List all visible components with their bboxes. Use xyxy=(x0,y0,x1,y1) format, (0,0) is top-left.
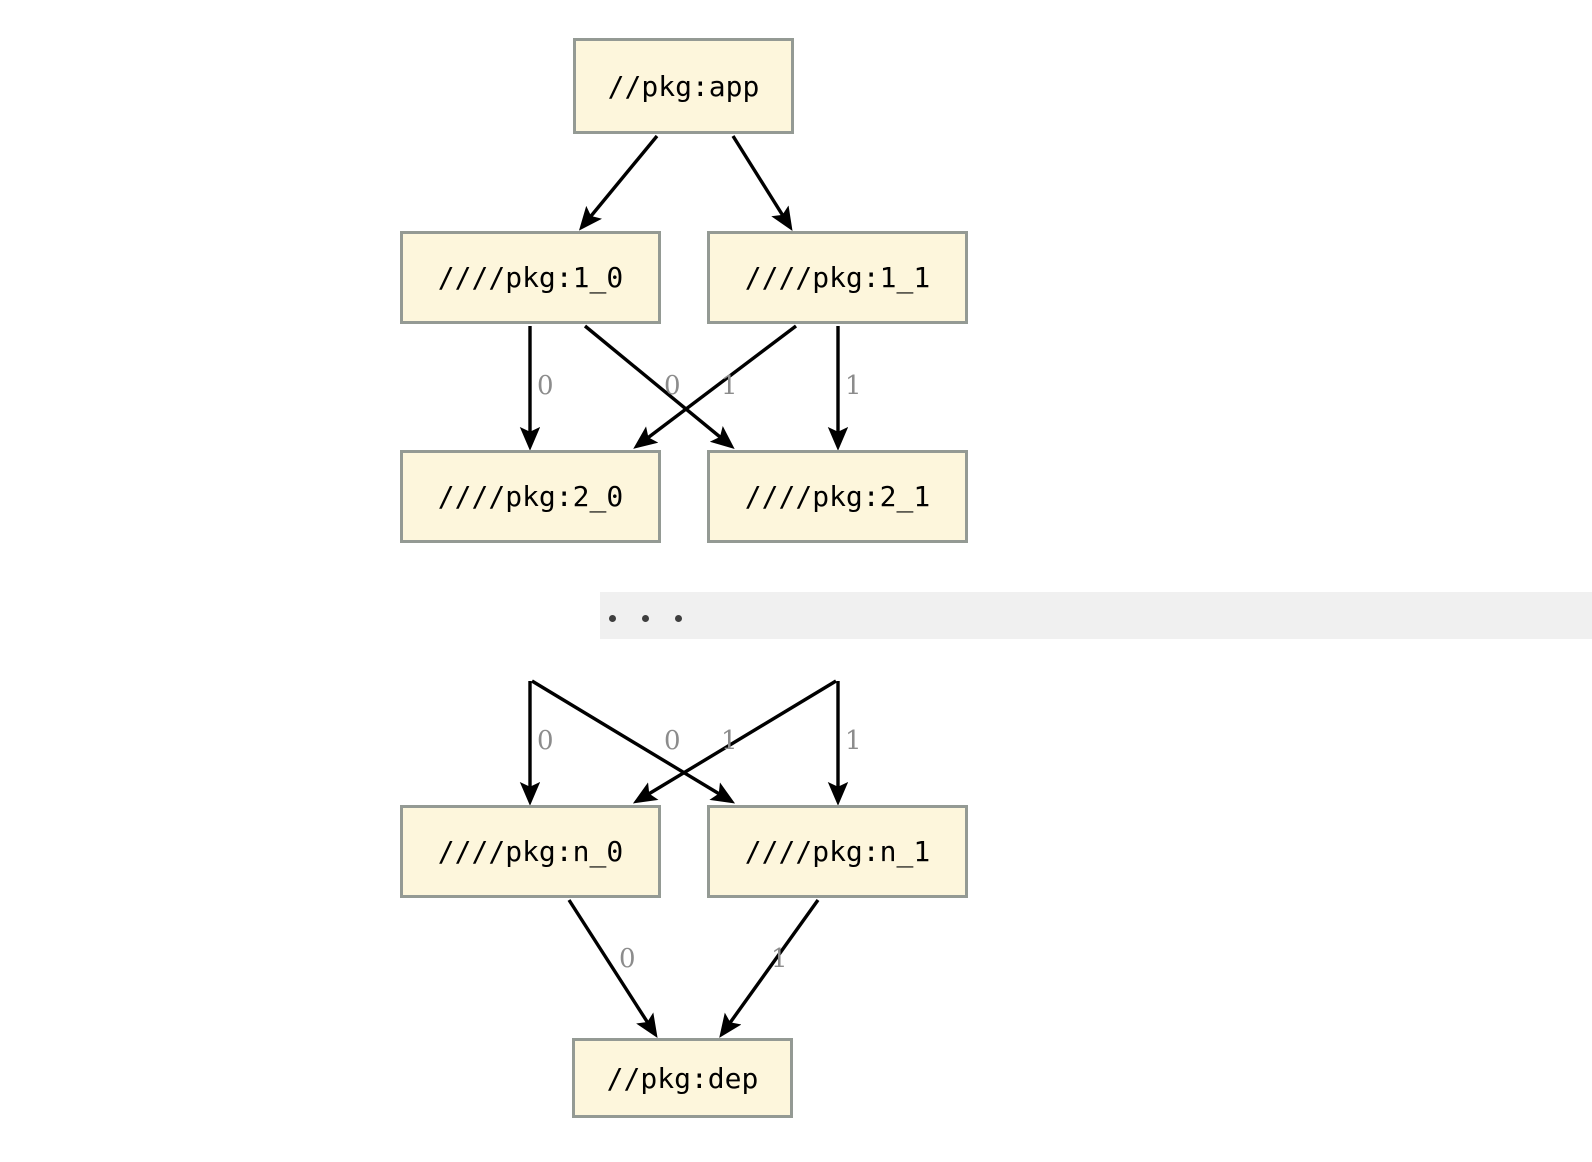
edge-label: 0 xyxy=(664,371,681,401)
edge-ln_0-to-dep xyxy=(567,899,658,1039)
edge-label: 1 xyxy=(845,371,862,401)
node-label: //pkg:app xyxy=(607,69,760,103)
edge-app-to-l1_1 xyxy=(731,135,793,232)
edge-label: 1 xyxy=(771,944,788,974)
edge-ln_1-to-dep xyxy=(719,899,820,1038)
edge-label: 0 xyxy=(664,726,681,756)
node-l1_0[interactable]: ////pkg:1_0 xyxy=(400,231,661,324)
edge-label: 1 xyxy=(721,371,738,401)
node-dep[interactable]: //pkg:dep xyxy=(572,1038,793,1118)
edge-src-to-ln_1 xyxy=(531,679,736,804)
edge-label: 1 xyxy=(721,726,738,756)
ellipsis-dot xyxy=(675,615,682,622)
node-label: ////pkg:2_0 xyxy=(437,480,624,513)
edge-l1_1-to-l2_0 xyxy=(633,324,798,449)
ellipsis-dot xyxy=(609,615,616,622)
node-app[interactable]: //pkg:app xyxy=(573,38,794,134)
edge-label: 0 xyxy=(619,944,636,974)
node-label: ////pkg:n_1 xyxy=(744,835,931,868)
node-label: ////pkg:2_1 xyxy=(744,480,931,513)
node-label: ////pkg:n_0 xyxy=(437,835,624,868)
ellipsis-band xyxy=(600,592,1592,639)
ellipsis-dot xyxy=(642,615,649,622)
node-ln_0[interactable]: ////pkg:n_0 xyxy=(400,805,661,898)
node-l2_0[interactable]: ////pkg:2_0 xyxy=(400,450,661,543)
edge-label: 1 xyxy=(845,726,862,756)
node-ln_1[interactable]: ////pkg:n_1 xyxy=(707,805,968,898)
edge-label: 0 xyxy=(537,726,554,756)
node-l1_1[interactable]: ////pkg:1_1 xyxy=(707,231,968,324)
node-label: ////pkg:1_0 xyxy=(437,261,624,294)
node-label: //pkg:dep xyxy=(606,1061,759,1095)
edge-l1_0-to-l2_1 xyxy=(583,324,735,450)
ellipsis-dots xyxy=(609,615,682,622)
node-l2_1[interactable]: ////pkg:2_1 xyxy=(707,450,968,543)
edge-label: 0 xyxy=(537,371,554,401)
node-label: ////pkg:1_1 xyxy=(744,261,931,294)
edge-app-to-l1_0 xyxy=(578,134,659,231)
